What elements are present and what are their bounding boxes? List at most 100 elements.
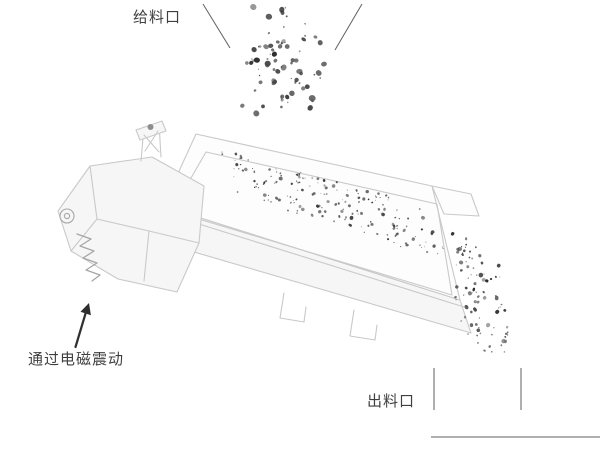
- material-particle: [468, 256, 471, 259]
- material-particle: [394, 234, 397, 237]
- material-particle: [262, 193, 267, 197]
- material-particle: [241, 169, 245, 172]
- material-particle: [253, 89, 257, 92]
- material-particle: [277, 44, 283, 49]
- drive-housing: [57, 156, 205, 293]
- material-particle: [498, 307, 500, 309]
- material-particle: [301, 37, 307, 42]
- material-particle: [420, 246, 423, 248]
- material-particle: [257, 68, 259, 71]
- material-particle: [279, 6, 285, 13]
- material-particle: [393, 241, 395, 244]
- material-particle: [485, 279, 489, 283]
- material-particle: [251, 58, 253, 60]
- material-particle: [398, 217, 401, 220]
- material-particle: [275, 196, 279, 200]
- material-particle: [320, 192, 322, 194]
- material-particle: [263, 44, 269, 50]
- material-particle: [357, 192, 359, 195]
- material-particle: [360, 226, 362, 228]
- material-particle: [483, 273, 485, 275]
- material-particle: [457, 246, 463, 252]
- material-particle: [504, 336, 507, 338]
- material-particle: [345, 194, 349, 197]
- material-particle: [324, 186, 328, 190]
- material-particle: [418, 208, 421, 210]
- material-particle: [233, 168, 235, 170]
- material-particle: [252, 168, 254, 170]
- material-particle: [275, 171, 278, 173]
- material-particle: [236, 191, 239, 193]
- material-particle: [262, 183, 265, 186]
- material-particle: [480, 261, 484, 265]
- material-particle: [499, 276, 501, 278]
- material-particle: [275, 69, 281, 74]
- material-particle: [309, 185, 311, 187]
- material-particle: [472, 267, 475, 269]
- material-particle: [234, 152, 238, 156]
- material-particle: [322, 179, 326, 182]
- trough-right-end-inner-edge: [436, 203, 453, 296]
- material-particle: [395, 232, 399, 236]
- material-particle: [463, 294, 465, 296]
- material-particle: [294, 77, 299, 83]
- trough-front-rim-line: [166, 213, 465, 308]
- material-particle: [467, 333, 469, 335]
- material-particle: [298, 50, 301, 53]
- material-particle: [494, 295, 497, 297]
- material-particle: [321, 215, 324, 218]
- pivot-eye-outer: [59, 208, 75, 224]
- support-leg-left: [279, 292, 307, 323]
- material-particle: [501, 338, 506, 344]
- material-particle: [478, 272, 484, 278]
- material-particle: [263, 199, 266, 202]
- material-particle: [473, 307, 477, 312]
- material-particle: [503, 309, 507, 312]
- material-particle: [482, 290, 485, 294]
- material-particle: [277, 198, 281, 202]
- material-particle: [278, 176, 283, 181]
- material-particle: [499, 306, 501, 308]
- material-particle: [239, 157, 243, 160]
- material-particle: [394, 216, 396, 219]
- material-particle: [476, 274, 478, 276]
- material-particle: [360, 211, 363, 216]
- material-particle: [275, 168, 277, 170]
- material-particle: [425, 241, 427, 243]
- material-particle: [253, 57, 260, 63]
- material-particle: [316, 204, 320, 208]
- material-particle: [270, 175, 272, 177]
- material-particle: [344, 218, 346, 221]
- material-particle: [285, 15, 288, 18]
- material-particle: [253, 171, 256, 174]
- material-particle: [467, 291, 472, 296]
- material-particle: [283, 26, 285, 28]
- material-particle: [468, 250, 472, 253]
- material-particle: [472, 287, 476, 292]
- material-particle: [258, 74, 261, 77]
- material-particle: [467, 277, 469, 279]
- material-particle: [491, 351, 493, 353]
- spring-coil: [76, 233, 101, 282]
- material-particle: [265, 180, 267, 183]
- discharge-lip: [431, 185, 480, 217]
- material-particle: [351, 212, 354, 215]
- material-particle: [249, 60, 254, 65]
- material-particle: [365, 189, 369, 194]
- material-particle: [263, 181, 266, 185]
- material-particle: [355, 189, 358, 192]
- material-particle: [474, 323, 478, 326]
- material-particle: [271, 51, 277, 57]
- material-particle: [298, 82, 301, 85]
- material-particle: [290, 77, 293, 80]
- material-particle: [319, 77, 321, 79]
- vibration-arrow-head: [80, 303, 91, 316]
- material-particle: [396, 224, 399, 227]
- material-particle: [266, 57, 269, 61]
- material-particle: [380, 212, 382, 214]
- material-particle: [424, 246, 426, 248]
- material-particle: [281, 39, 286, 44]
- feed-stream-particles: [240, 3, 327, 117]
- material-particle: [370, 221, 372, 223]
